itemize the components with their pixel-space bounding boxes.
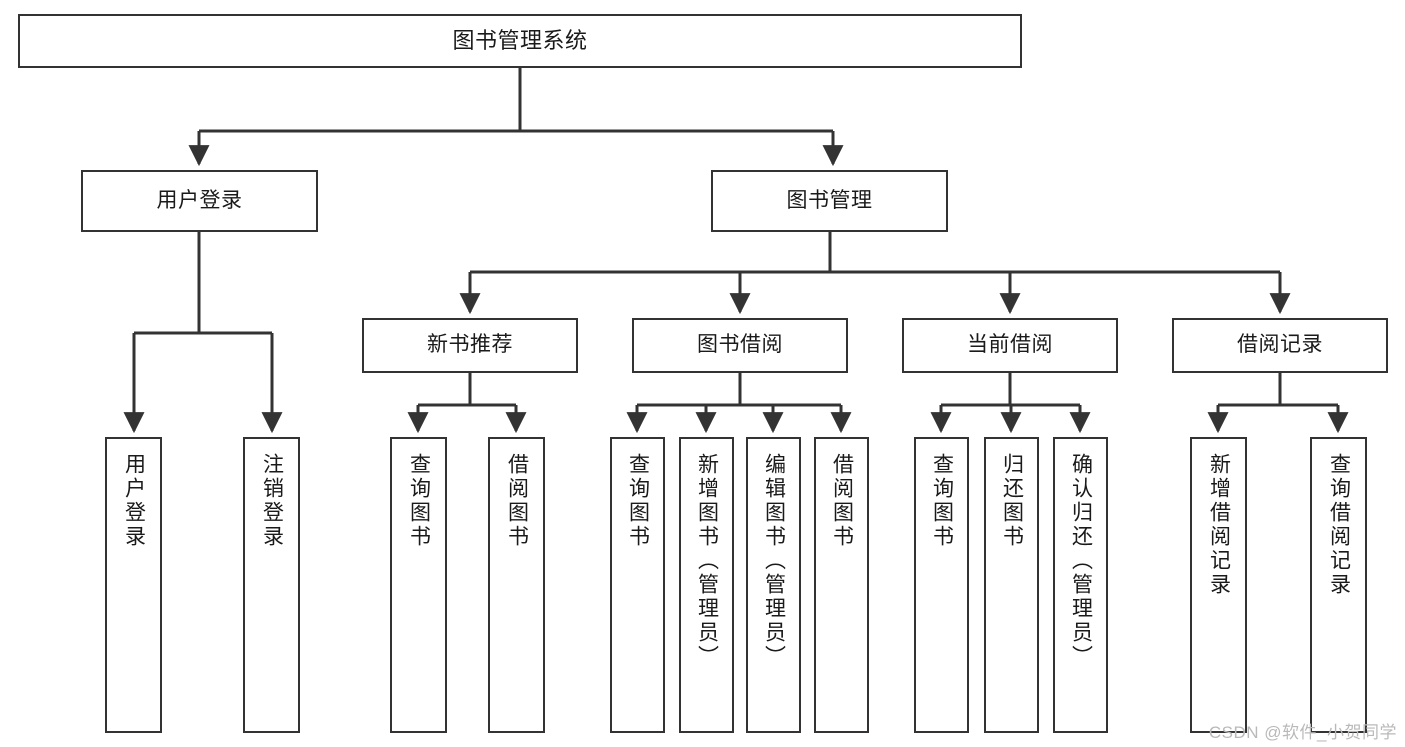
node-user-login[interactable]: 用户登录 bbox=[81, 170, 318, 232]
node-root-system[interactable]: 图书管理系统 bbox=[18, 14, 1022, 68]
node-label: 用户登录 bbox=[122, 453, 146, 549]
node-label: 新书推荐 bbox=[427, 333, 513, 357]
node-label: 借阅图书 bbox=[505, 453, 529, 549]
csdn-watermark: CSDN @软件_小贺同学 bbox=[1208, 723, 1397, 742]
node-label: 当前借阅 bbox=[967, 333, 1053, 357]
node-label: 用户登录 bbox=[156, 188, 243, 212]
node-leaf-return-book[interactable]: 归还图书 bbox=[984, 437, 1039, 733]
node-leaf-query-book-2[interactable]: 查询图书 bbox=[610, 437, 665, 733]
node-label: 确认归还（管理员） bbox=[1069, 453, 1093, 669]
node-label: 查询图书 bbox=[930, 453, 954, 549]
node-leaf-query-borrow-record[interactable]: 查询借阅记录 bbox=[1310, 437, 1367, 733]
node-leaf-borrow-book-1[interactable]: 借阅图书 bbox=[488, 437, 545, 733]
node-label: 归还图书 bbox=[1000, 453, 1024, 549]
node-book-borrow[interactable]: 图书借阅 bbox=[632, 318, 848, 373]
node-label: 新增图书（管理员） bbox=[695, 453, 719, 669]
node-leaf-logout[interactable]: 注销登录 bbox=[243, 437, 300, 733]
node-label: 查询图书 bbox=[407, 453, 431, 549]
node-label: 图书借阅 bbox=[697, 333, 783, 357]
node-label: 查询图书 bbox=[626, 453, 650, 549]
node-borrow-record[interactable]: 借阅记录 bbox=[1172, 318, 1388, 373]
node-leaf-add-borrow-record[interactable]: 新增借阅记录 bbox=[1190, 437, 1247, 733]
node-current-borrow[interactable]: 当前借阅 bbox=[902, 318, 1118, 373]
node-label: 图书管理 bbox=[786, 188, 873, 212]
node-leaf-add-book-admin[interactable]: 新增图书（管理员） bbox=[679, 437, 734, 733]
node-book-manage[interactable]: 图书管理 bbox=[711, 170, 948, 232]
node-label: 图书管理系统 bbox=[452, 28, 588, 54]
node-leaf-borrow-book-2[interactable]: 借阅图书 bbox=[814, 437, 869, 733]
node-label: 借阅图书 bbox=[830, 453, 854, 549]
node-label: 查询借阅记录 bbox=[1327, 453, 1351, 597]
node-label: 注销登录 bbox=[260, 453, 284, 549]
node-leaf-confirm-return-admin[interactable]: 确认归还（管理员） bbox=[1053, 437, 1108, 733]
node-leaf-query-book-3[interactable]: 查询图书 bbox=[914, 437, 969, 733]
node-label: 新增借阅记录 bbox=[1207, 453, 1231, 597]
node-leaf-edit-book-admin[interactable]: 编辑图书（管理员） bbox=[746, 437, 801, 733]
node-label: 编辑图书（管理员） bbox=[762, 453, 786, 669]
node-new-book-rec[interactable]: 新书推荐 bbox=[362, 318, 578, 373]
node-label: 借阅记录 bbox=[1237, 333, 1323, 357]
node-leaf-query-book-1[interactable]: 查询图书 bbox=[390, 437, 447, 733]
node-leaf-user-login[interactable]: 用户登录 bbox=[105, 437, 162, 733]
